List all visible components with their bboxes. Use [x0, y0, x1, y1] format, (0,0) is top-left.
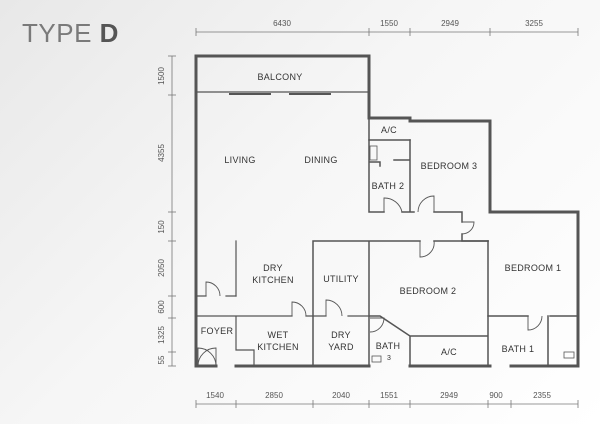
room-dining: DINING — [304, 155, 337, 165]
room-foyer: FOYER — [201, 326, 234, 336]
door-swings — [197, 195, 543, 367]
room-utility: UTILITY — [323, 274, 359, 284]
room-living: LIVING — [224, 155, 255, 165]
walls — [194, 54, 580, 368]
room-bath-2: BATH 2 — [372, 181, 405, 191]
dim-left-2: 4355 — [157, 144, 166, 162]
room-wet-kitchen-1: WET — [268, 330, 289, 340]
room-dry-kitchen-1: DRY — [263, 263, 283, 273]
room-bath-3-num: 3 — [387, 355, 391, 362]
dim-top-4: 3255 — [525, 19, 543, 28]
dim-bottom-2: 2850 — [265, 391, 283, 400]
room-ac-bottom: A/C — [441, 347, 457, 357]
title-prefix: TYPE — [22, 18, 92, 48]
room-bedroom-1: BEDROOM 1 — [505, 263, 562, 273]
dim-left-1: 1500 — [157, 67, 166, 85]
bottom-dimensions — [195, 400, 579, 408]
room-balcony: BALCONY — [257, 72, 302, 82]
dim-left-4: 2050 — [157, 259, 166, 277]
top-dimensions — [195, 28, 579, 36]
title-letter: D — [99, 18, 119, 48]
room-bedroom-2: BEDROOM 2 — [400, 286, 457, 296]
room-bedroom-3: BEDROOM 3 — [421, 161, 478, 171]
dim-left-7: 55 — [157, 355, 166, 364]
dim-top-2: 1550 — [380, 19, 398, 28]
room-wet-kitchen-2: KITCHEN — [257, 342, 299, 352]
room-dry-kitchen-2: KITCHEN — [252, 275, 294, 285]
room-ac-top: A/C — [381, 125, 397, 135]
fixtures — [369, 145, 575, 363]
dim-bottom-1: 1540 — [206, 391, 224, 400]
dim-bottom-4: 1551 — [380, 391, 398, 400]
room-dry-yard-1: DRY — [331, 330, 351, 340]
dim-bottom-6: 900 — [489, 391, 503, 400]
left-dimensions — [168, 55, 176, 367]
room-dry-yard-2: YARD — [328, 342, 354, 352]
dim-bottom-7: 2355 — [533, 391, 551, 400]
dim-bottom-3: 2040 — [332, 391, 350, 400]
room-bath-3: BATH — [376, 341, 401, 351]
dim-top-1: 6430 — [273, 19, 291, 28]
dim-top-3: 2949 — [441, 19, 459, 28]
room-bath-1: BATH 1 — [502, 344, 535, 354]
plan-title: TYPE D — [22, 18, 119, 49]
dim-left-5: 600 — [157, 300, 166, 314]
dim-left-3: 150 — [157, 220, 166, 234]
dim-left-6: 1325 — [157, 326, 166, 344]
dim-bottom-5: 2949 — [440, 391, 458, 400]
